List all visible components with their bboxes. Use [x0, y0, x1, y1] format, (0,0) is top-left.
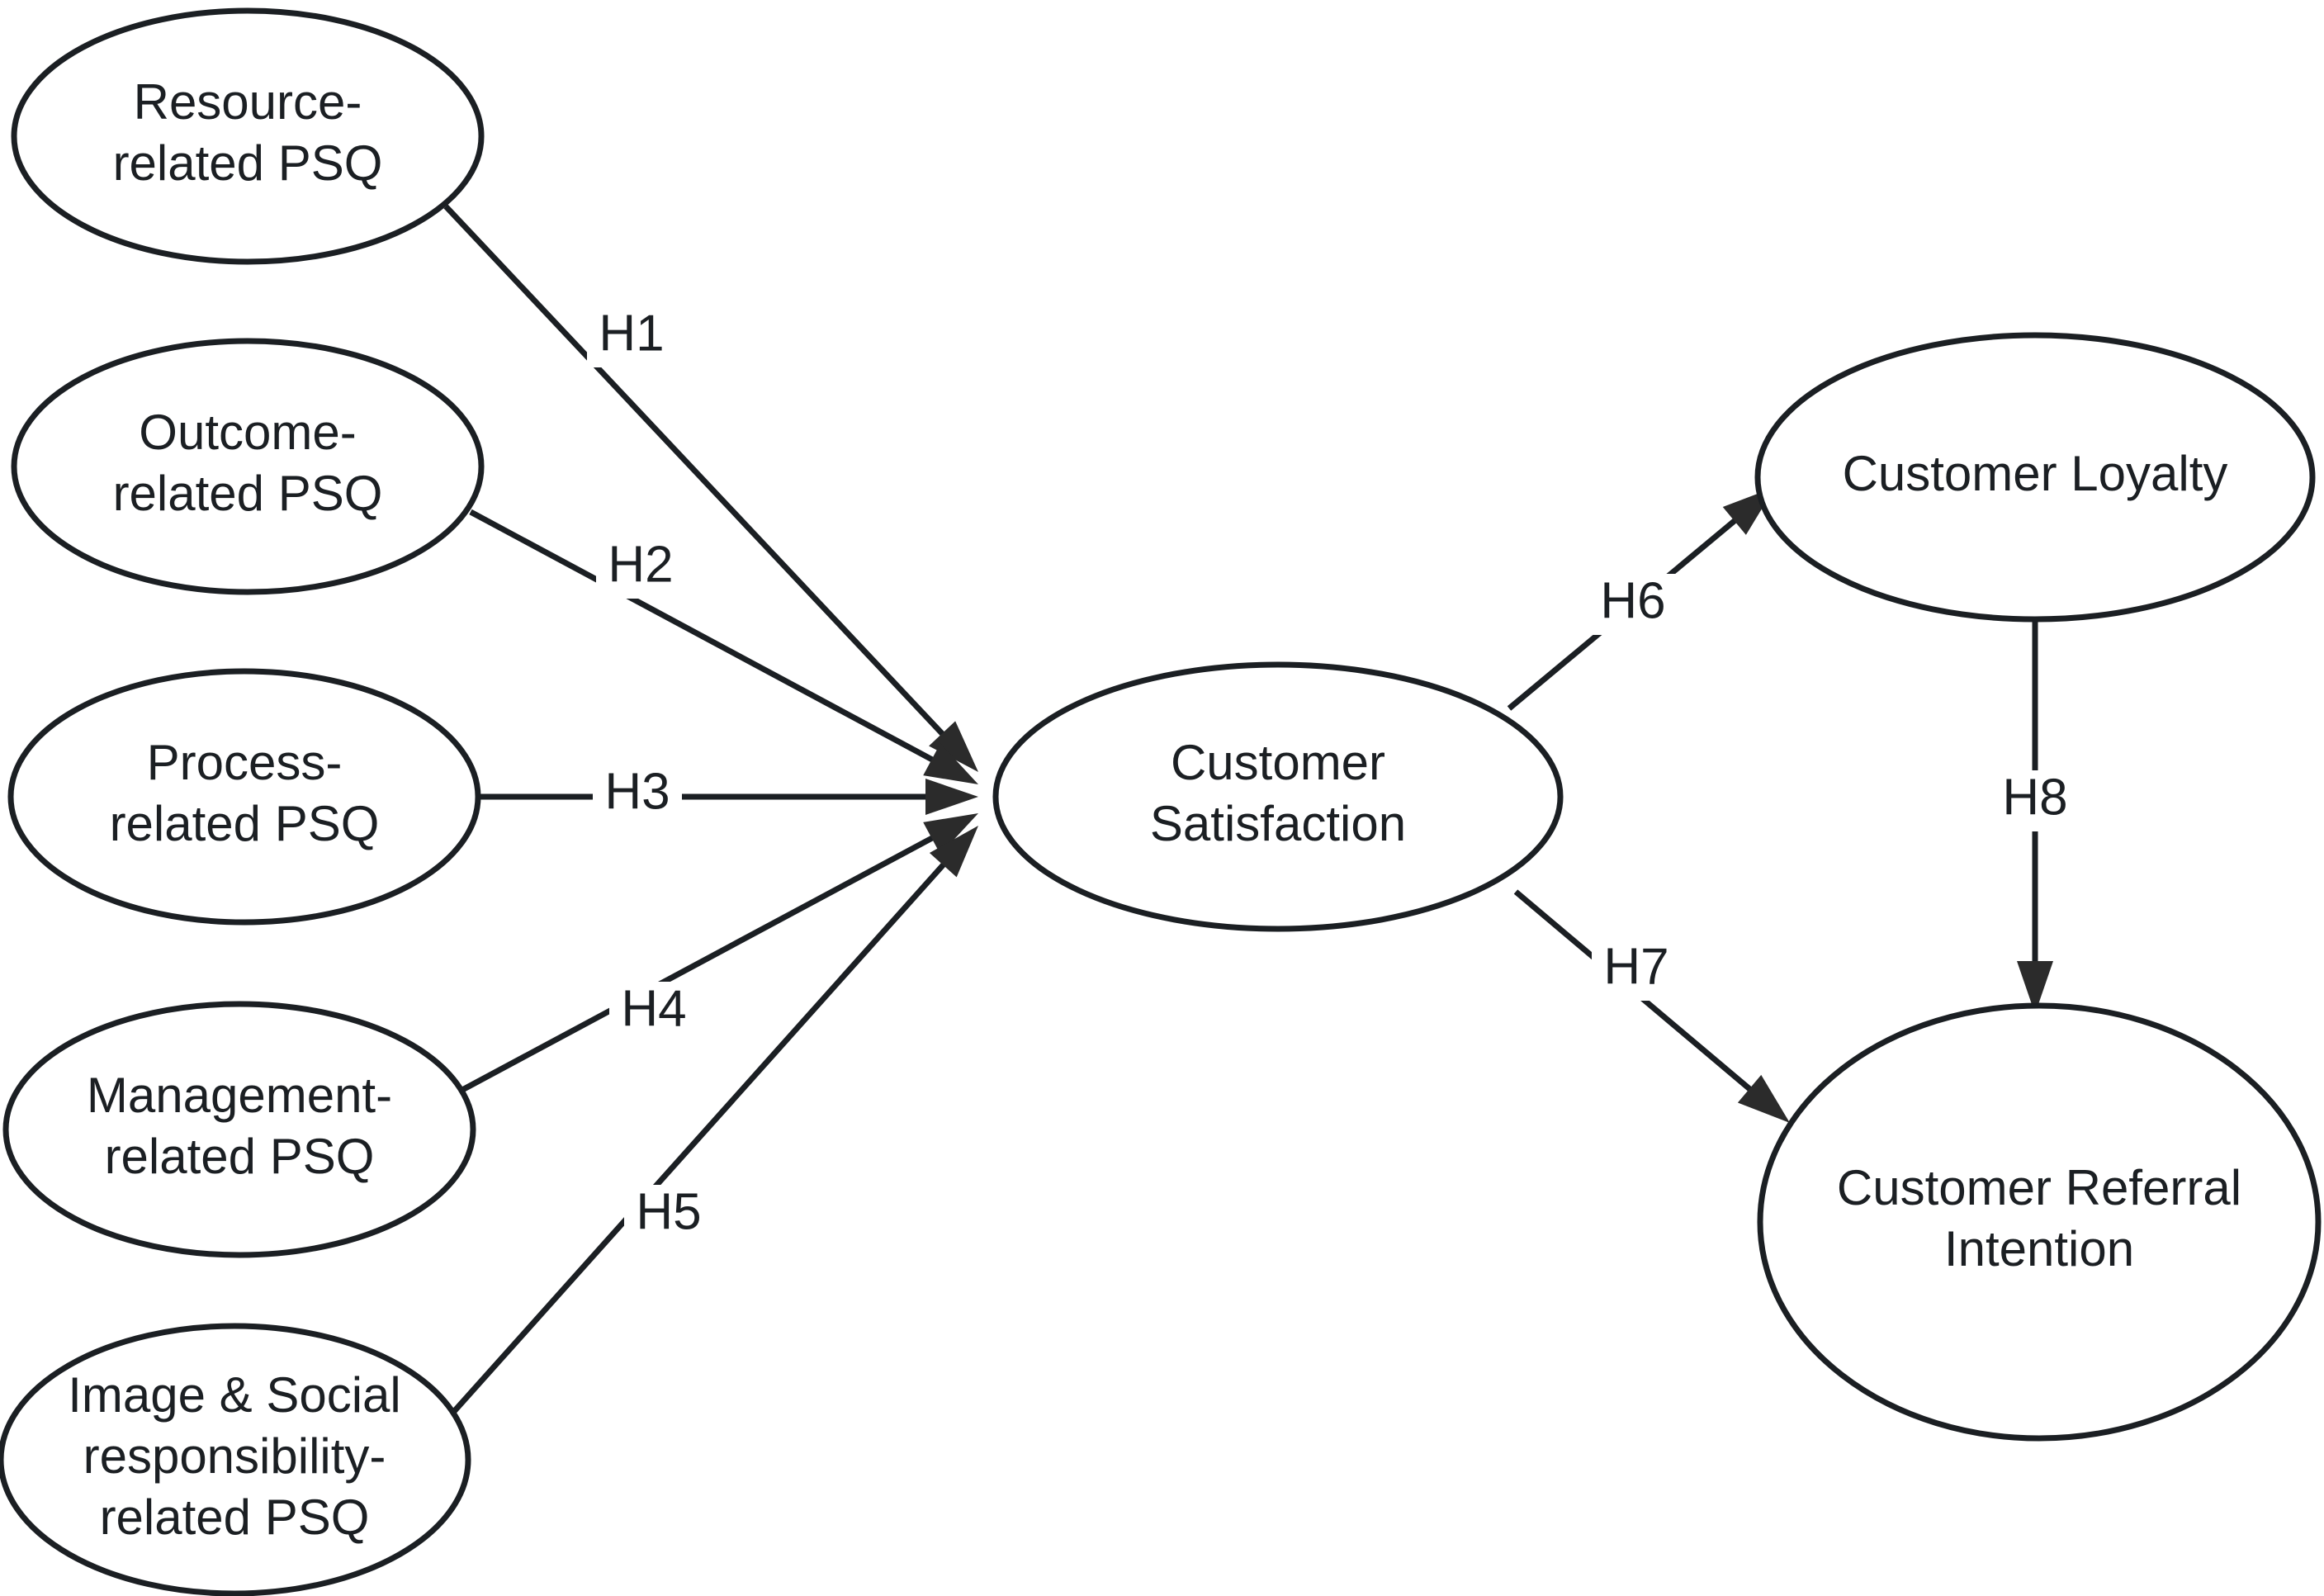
arrowhead-h7 [1737, 1074, 1790, 1123]
edge-label-bg-h4 [609, 982, 698, 1043]
node-label-line: related PSQ [113, 135, 383, 191]
edge-label-h1: H1 [587, 305, 676, 367]
node-label-line: Customer [1171, 735, 1385, 790]
edge-label-h7: H7 [1592, 938, 1681, 1001]
node-label-line: Customer Referral [1837, 1160, 2241, 1215]
node-label-line: Outcome- [139, 405, 356, 460]
edge-label-text-h5: H5 [636, 1183, 701, 1240]
edge-label-h3: H3 [593, 763, 682, 826]
node-process_psq[interactable]: Process-related PSQ [7, 668, 481, 926]
node-label-management_psq: Management-related PSQ [87, 1068, 392, 1184]
arrowhead-h2 [923, 743, 978, 784]
edge-h2 [469, 509, 978, 784]
edge-label-text-h4: H4 [621, 980, 686, 1037]
node-label-line: Process- [147, 735, 343, 790]
edge-line-h4 [461, 833, 938, 1093]
edge-line-h5 [447, 859, 949, 1418]
edge-label-bg-h1 [587, 306, 676, 367]
edge-label-h4: H4 [609, 980, 698, 1043]
node-label-customer_loyalty: Customer Loyalty [1843, 446, 2228, 501]
node-label-line: related PSQ [100, 1489, 370, 1545]
edge-label-h5: H5 [624, 1183, 713, 1246]
edge-h5 [447, 826, 978, 1418]
node-label-line: responsibility- [83, 1428, 386, 1484]
edge-label-text-h6: H6 [1600, 572, 1665, 629]
arrowhead-h8 [2017, 961, 2053, 1014]
node-label-line: Image & Social [68, 1367, 401, 1423]
edge-label-text-h8: H8 [2002, 769, 2067, 826]
edge-label-bg-h3 [593, 765, 682, 826]
node-label-line: Satisfaction [1150, 796, 1406, 851]
node-management_psq[interactable]: Management-related PSQ [2, 1001, 476, 1258]
node-ellipse-process_psq [7, 668, 481, 926]
node-ellipse-outcome_psq [11, 338, 485, 595]
arrowhead-h4 [923, 813, 978, 855]
node-ellipse-customer_satisfaction [992, 661, 1564, 932]
edge-h3 [479, 779, 978, 815]
node-ellipse-image_social_psq [0, 1323, 471, 1596]
node-label-line: related PSQ [105, 1129, 375, 1184]
node-customer_loyalty[interactable]: Customer Loyalty [1754, 332, 2316, 623]
node-ellipse-customer_referral_intention [1757, 1002, 2322, 1442]
edge-line-h2 [469, 509, 938, 765]
edge-label-text-h3: H3 [604, 763, 670, 820]
edge-label-text-h7: H7 [1603, 938, 1668, 995]
arrowhead-h1 [929, 721, 978, 772]
edge-label-h2: H2 [596, 536, 685, 599]
edge-label-bg-h6 [1588, 574, 1678, 635]
node-label-line: related PSQ [113, 466, 383, 521]
node-label-line: Intention [1944, 1221, 2134, 1276]
edge-label-bg-h8 [1990, 770, 2080, 831]
edge-h4 [461, 813, 978, 1093]
edge-label-h8: H8 [1990, 769, 2080, 831]
node-ellipse-management_psq [2, 1001, 476, 1258]
node-label-outcome_psq: Outcome-related PSQ [113, 405, 383, 521]
node-ellipse-customer_loyalty [1754, 332, 2316, 623]
node-label-line: related PSQ [110, 796, 380, 851]
node-label-line: Customer Loyalty [1843, 446, 2228, 501]
edge-label-bg-h7 [1592, 940, 1681, 1001]
node-resource_psq[interactable]: Resource-related PSQ [11, 7, 485, 265]
edge-label-text-h1: H1 [599, 305, 664, 362]
node-label-line: Resource- [134, 74, 362, 130]
arrowhead-h5 [929, 826, 978, 878]
edge-h1 [443, 204, 978, 772]
edge-line-h1 [443, 204, 948, 740]
edge-label-bg-h2 [596, 538, 685, 599]
edge-label-h6: H6 [1588, 572, 1678, 635]
edge-label-text-h2: H2 [608, 536, 673, 593]
edge-label-bg-h5 [624, 1185, 713, 1246]
node-label-line: Management- [87, 1068, 392, 1123]
node-label-resource_psq: Resource-related PSQ [113, 74, 383, 191]
node-label-process_psq: Process-related PSQ [110, 735, 380, 851]
arrowhead-h3 [925, 779, 978, 815]
edge-h7 [1513, 889, 1790, 1123]
node-ellipse-resource_psq [11, 7, 485, 265]
node-outcome_psq[interactable]: Outcome-related PSQ [11, 338, 485, 595]
